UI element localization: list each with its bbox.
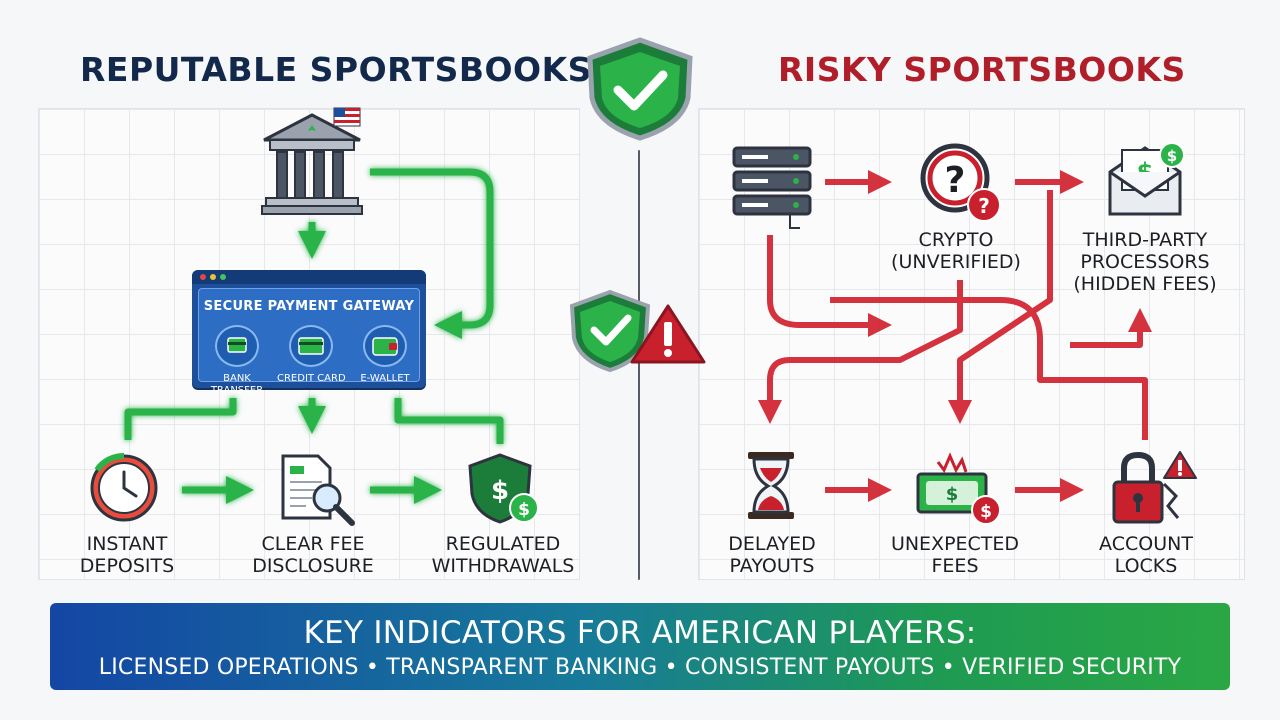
label-unexpected-fees: UNEXPECTED FEES bbox=[891, 533, 1019, 577]
arrow-gateway-to-withdrawals bbox=[394, 398, 504, 444]
bank-card-icon bbox=[215, 325, 259, 367]
reputable-title: REPUTABLE SPORTSBOOKS bbox=[80, 50, 592, 89]
label-instant-deposits-line2: DEPOSITS bbox=[79, 555, 175, 577]
gateway-option-bank-line1: BANK bbox=[223, 373, 251, 384]
window-dot-yellow bbox=[210, 274, 216, 280]
gateway-title: SECURE PAYMENT GATEWAY bbox=[203, 299, 415, 314]
label-clear-fee-disclosure: CLEAR FEE DISCLOSURE bbox=[252, 533, 374, 577]
svg-text:$: $ bbox=[491, 476, 509, 506]
svg-text:?: ? bbox=[945, 160, 966, 201]
gateway-option-credit-card[interactable]: CREDIT CARD bbox=[277, 325, 346, 384]
label-third-party-line1: THIRD-PARTY bbox=[1082, 229, 1208, 251]
gateway-option-bank[interactable]: BANK TRANSFER bbox=[203, 325, 271, 396]
banner-heading: KEY INDICATORS FOR AMERICAN PLAYERS: bbox=[303, 615, 977, 651]
window-dot-green bbox=[220, 274, 226, 280]
arrow-gateway-to-deposits bbox=[124, 398, 237, 440]
gateway-option-ewallet[interactable]: E-WALLET bbox=[351, 325, 419, 384]
label-instant-deposits: INSTANT DEPOSITS bbox=[80, 533, 174, 577]
label-third-party-line2: PROCESSORS bbox=[1080, 251, 1210, 273]
us-flag-icon bbox=[333, 107, 361, 127]
label-third-party-processors: THIRD-PARTY PROCESSORS (HIDDEN FEES) bbox=[1073, 229, 1216, 295]
center-divider bbox=[638, 150, 640, 580]
svg-text:?: ? bbox=[978, 194, 990, 218]
arrow-bank-to-gateway-side bbox=[370, 168, 494, 339]
label-unexpected-line2: FEES bbox=[931, 555, 979, 577]
label-delayed-payouts: DELAYED PAYOUTS bbox=[728, 533, 815, 577]
credit-card-icon bbox=[289, 325, 333, 367]
arrow-to-processors-up bbox=[1070, 308, 1152, 348]
label-regulated-withdrawals: REGULATED WITHDRAWALS bbox=[432, 533, 575, 577]
label-regulated-line2: WITHDRAWALS bbox=[431, 555, 575, 577]
label-third-party-line3: (HIDDEN FEES) bbox=[1073, 273, 1217, 295]
label-account-line2: LOCKS bbox=[1114, 555, 1178, 577]
label-crypto-line2: (UNVERIFIED) bbox=[891, 251, 1021, 273]
label-delayed-line1: DELAYED bbox=[728, 533, 816, 555]
gateway-option-credit-card-label: CREDIT CARD bbox=[277, 373, 346, 384]
label-account-locks: ACCOUNT LOCKS bbox=[1099, 533, 1193, 577]
arrow-tangle-1 bbox=[948, 190, 1053, 424]
window-dot-red bbox=[200, 274, 206, 280]
label-clear-fee-line1: CLEAR FEE bbox=[261, 533, 365, 555]
gateway-option-ewallet-label: E-WALLET bbox=[360, 373, 410, 384]
label-crypto-unverified: CRYPTO (UNVERIFIED) bbox=[891, 229, 1021, 273]
label-crypto-line1: CRYPTO bbox=[918, 229, 994, 251]
label-clear-fee-line2: DISCLOSURE bbox=[252, 555, 374, 577]
label-unexpected-line1: UNEXPECTED bbox=[890, 533, 1020, 555]
banner-subheading: LICENSED OPERATIONS • TRANSPARENT BANKIN… bbox=[98, 655, 1182, 680]
arrow-tangle-2 bbox=[830, 297, 1148, 440]
payment-gateway: SECURE PAYMENT GATEWAY BANK TRANSFER CRE… bbox=[192, 270, 426, 396]
arrow-server-down bbox=[767, 235, 892, 337]
label-instant-deposits-line1: INSTANT bbox=[86, 533, 168, 555]
gateway-option-bank-line2: TRANSFER bbox=[210, 385, 264, 396]
arrow-crypto-down bbox=[758, 280, 963, 424]
wallet-icon bbox=[363, 325, 407, 367]
svg-text:$: $ bbox=[946, 484, 959, 505]
key-indicators-banner: KEY INDICATORS FOR AMERICAN PLAYERS: LIC… bbox=[50, 603, 1230, 690]
risky-title: RISKY SPORTSBOOKS bbox=[778, 50, 1186, 89]
svg-text:$: $ bbox=[980, 502, 992, 522]
label-account-line1: ACCOUNT bbox=[1099, 533, 1193, 555]
svg-text:$: $ bbox=[518, 500, 530, 520]
label-regulated-line1: REGULATED bbox=[445, 533, 561, 555]
svg-text:$: $ bbox=[1167, 147, 1177, 165]
label-delayed-line2: PAYOUTS bbox=[729, 555, 815, 577]
